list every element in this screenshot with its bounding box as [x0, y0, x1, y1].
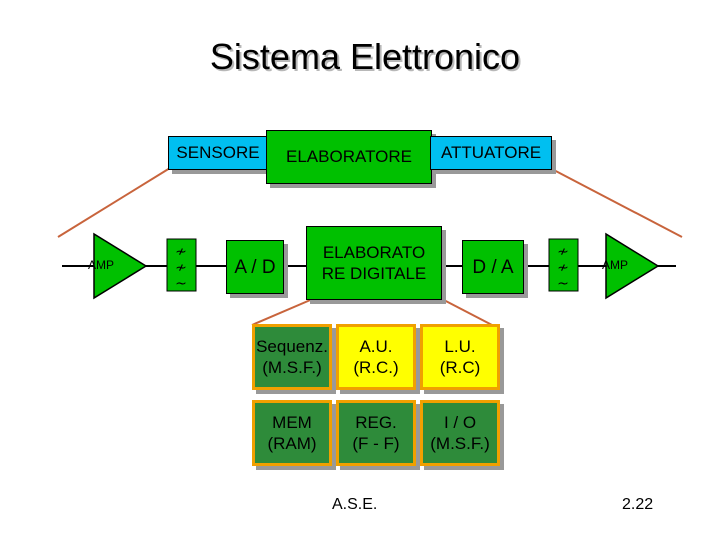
digital-processor-block: ELABORATO RE DIGITALE: [306, 226, 442, 300]
da-converter-block: D / A: [462, 240, 524, 294]
grid-cell-reg: REG. (F - F): [336, 400, 416, 466]
amp-left-label: AMP: [88, 258, 115, 272]
grid-cell-label: Sequenz. (M.S.F.): [256, 337, 328, 377]
filter-left-icon: ≁ ≁ ~: [166, 238, 197, 292]
ad-label: A / D: [234, 256, 276, 278]
grid-cell-label: REG. (F - F): [352, 413, 400, 453]
zoom-line-right: [549, 167, 683, 238]
svg-text:≁: ≁: [175, 244, 187, 260]
svg-text:≁: ≁: [557, 244, 569, 260]
amp-right-label: AMP: [602, 258, 629, 272]
amp-right-icon: [605, 232, 660, 300]
zoom-line-grid-left: [251, 297, 316, 326]
sensor-label: SENSORE: [176, 143, 260, 162]
actuator-label: ATTUATORE: [440, 143, 542, 162]
filter-right-icon: ≁ ≁ ~: [548, 238, 579, 292]
footer-caption: A.S.E.: [332, 496, 378, 513]
svg-text:≁: ≁: [175, 260, 187, 276]
zoom-line-grid-right: [439, 297, 493, 326]
zoom-line-left: [57, 167, 171, 238]
da-label: D / A: [472, 256, 514, 278]
grid-cell-label: I / O (M.S.F.): [430, 413, 490, 453]
actuator-block: ATTUATORE: [430, 136, 552, 170]
digital-processor-label: ELABORATO RE DIGITALE: [321, 243, 427, 283]
ad-converter-block: A / D: [226, 240, 284, 294]
grid-cell-mem: MEM (RAM): [252, 400, 332, 466]
processor-label: ELABORATORE: [286, 147, 412, 166]
processor-block: ELABORATORE: [266, 130, 432, 184]
grid-cell-sequencer: Sequenz. (M.S.F.): [252, 324, 332, 390]
page-title: Sistema Elettronico: [209, 36, 521, 77]
grid-cell-label: MEM (RAM): [267, 413, 317, 453]
grid-cell-lu: L.U. (R.C): [420, 324, 500, 390]
grid-cell-label: A.U. (R.C.): [353, 337, 399, 377]
svg-text:~: ~: [175, 276, 187, 292]
page-number: 2.22: [622, 496, 654, 513]
sensor-block: SENSORE: [168, 136, 268, 170]
amp-left-icon: [93, 232, 148, 300]
grid-cell-label: L.U. (R.C): [439, 337, 481, 377]
svg-text:≁: ≁: [557, 260, 569, 276]
svg-text:~: ~: [557, 276, 569, 292]
grid-cell-io: I / O (M.S.F.): [420, 400, 500, 466]
grid-cell-au: A.U. (R.C.): [336, 324, 416, 390]
